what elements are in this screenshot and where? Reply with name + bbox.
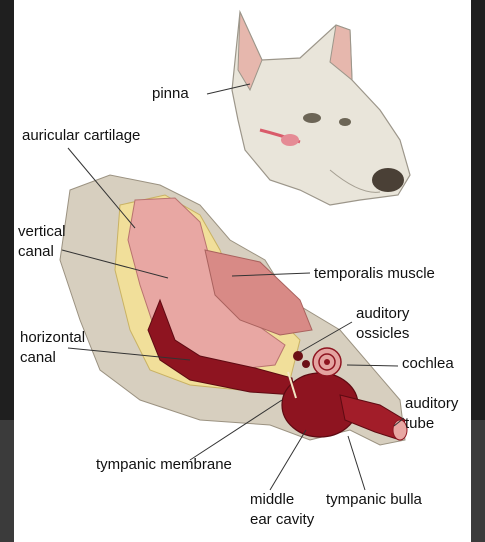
ear-section: [60, 175, 407, 445]
label-tympanic-bulla: tympanic bulla: [326, 490, 422, 510]
label-auditory-tube-line2: tube: [405, 414, 434, 434]
label-horizontal-canal-line2: canal: [20, 348, 56, 368]
label-middle-ear-cavity-line2: ear cavity: [250, 510, 314, 530]
label-auditory-ossicles-line2: ossicles: [356, 324, 409, 344]
label-auditory-ossicles-line1: auditory: [356, 304, 409, 324]
label-pinna: pinna: [152, 84, 189, 104]
label-auricular-cartilage: auricular cartilage: [22, 126, 140, 146]
label-auditory-tube-line1: auditory: [405, 394, 458, 414]
label-cochlea: cochlea: [402, 354, 454, 374]
label-vertical-canal-line2: canal: [18, 242, 54, 262]
label-tympanic-membrane: tympanic membrane: [96, 455, 232, 475]
label-temporalis-muscle: temporalis muscle: [314, 264, 435, 284]
label-middle-ear-cavity-line1: middle: [250, 490, 294, 510]
dog-head: [232, 12, 410, 205]
label-horizontal-canal-line1: horizontal: [20, 328, 85, 348]
label-vertical-canal-line1: vertical: [18, 222, 66, 242]
